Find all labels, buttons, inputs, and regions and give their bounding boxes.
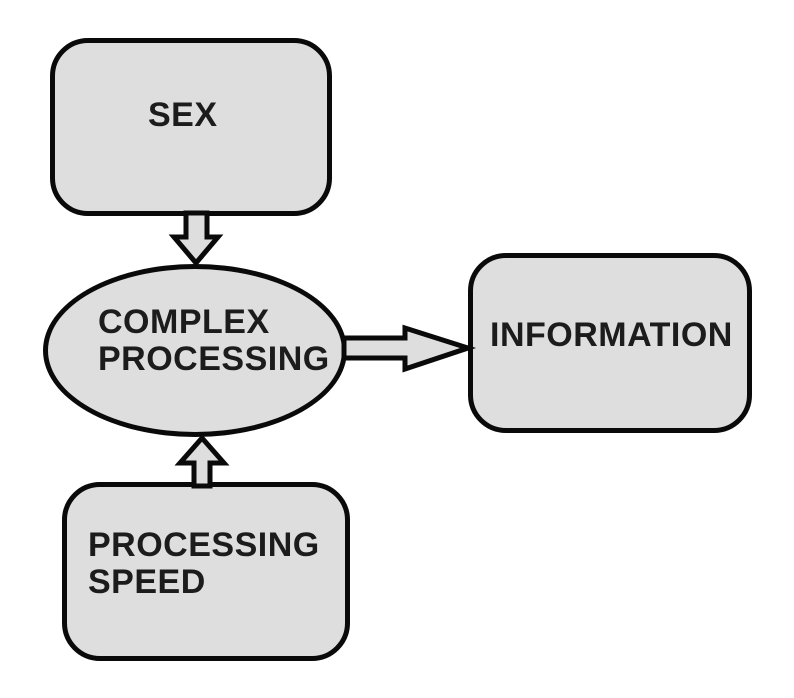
- node-information-label: INFORMATION: [490, 316, 733, 354]
- node-complex-processing-label-line1: COMPLEX: [98, 303, 270, 341]
- node-complex-processing-label-line2: PROCESSING: [98, 340, 330, 378]
- node-processing-speed-label-line1: PROCESSING: [88, 526, 320, 564]
- node-information: INFORMATION: [468, 253, 752, 433]
- arrow-sex-to-complex-processing: [168, 210, 224, 267]
- arrow-processing-speed-to-complex-processing: [174, 434, 230, 489]
- node-processing-speed-label-line2: SPEED: [88, 563, 206, 601]
- node-sex: SEX: [50, 38, 332, 216]
- arrow-complex-processing-to-information: [341, 324, 477, 373]
- node-sex-label: SEX: [148, 96, 218, 134]
